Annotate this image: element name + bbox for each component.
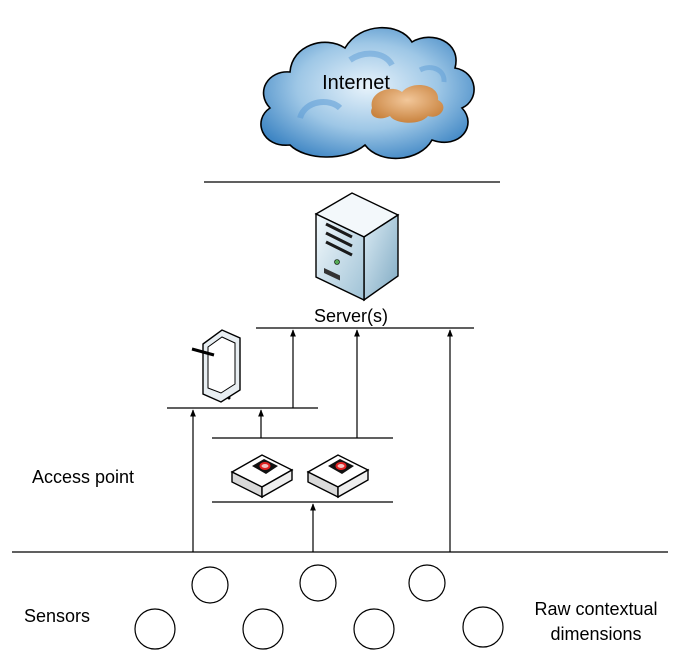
sensor-circle-icon: [134, 608, 176, 650]
sensors-label: Sensors: [24, 606, 90, 626]
server-label: Server(s): [314, 306, 388, 326]
sensor-circle-icon: [353, 608, 395, 650]
cloud-icon: [260, 26, 475, 160]
sensor-circle-icon: [242, 608, 284, 650]
sensor-circle-icon: [408, 564, 446, 602]
access-point-icon: [306, 454, 370, 499]
raw-contextual-label-line1: Raw contextual: [534, 599, 657, 619]
access-point-label: Access point: [32, 467, 134, 487]
sensor-group: [134, 564, 504, 650]
server-tower-icon: [314, 192, 400, 302]
data-flow-arrows: [190, 329, 453, 552]
internet-cloud: Internet: [260, 26, 475, 160]
raw-contextual-label-line2: dimensions: [550, 624, 641, 644]
sensor-circle-icon: [299, 564, 337, 602]
internet-label: Internet: [322, 72, 390, 94]
sensor-circle-icon: [462, 606, 504, 648]
sensor-circle-icon: [191, 566, 229, 604]
tablet-icon: [191, 329, 241, 403]
access-point-icon: [230, 454, 294, 499]
